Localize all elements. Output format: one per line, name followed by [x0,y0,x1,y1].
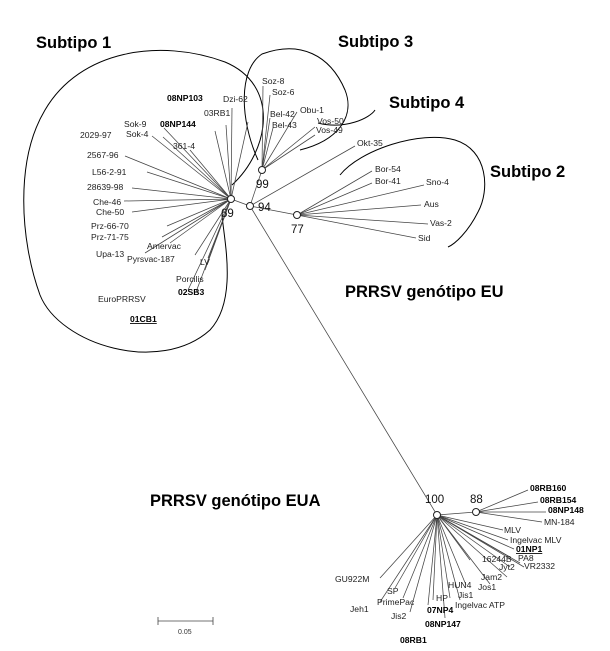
leaf-label: 01NP1 [516,544,542,554]
group-subtipo2: Subtipo 2 [490,163,565,181]
leaf-label: MLV [504,525,521,535]
leaf-label: 2029-97 [80,130,112,140]
leaf-label: Sid [418,233,431,243]
leaf-label: GU922M [335,574,369,584]
group-eua: PRRSV genótipo EUA [150,492,321,510]
leaf-label: 01CB1 [130,314,157,324]
node-100 [433,511,441,519]
leaf-label: 361-4 [173,141,195,151]
bootstrap-99: 99 [256,179,269,191]
scale-bar-label: 0.05 [178,629,192,636]
leaf-label: Porcilis [176,274,204,284]
node-69 [227,195,235,203]
leaf-label: Vos-49 [316,125,343,135]
branch-94-77 [249,205,298,216]
leaf-label: PrimePac [377,597,415,607]
scale-bar: 0.05 [157,617,214,636]
leaf-label: Prz-66-70 [91,221,129,231]
leaf-label: Jis1 [458,590,474,600]
leaf-label: HUN4 [448,580,472,590]
leaf-label: Jis2 [391,611,407,621]
leaf-label: 08NP144 [160,119,196,129]
leaf-label: Bor-41 [375,176,401,186]
leaf-label: Bel-42 [270,109,295,119]
node-94 [246,202,254,210]
leaf-label: 08RB154 [540,495,577,505]
leaf-label: 16244B [482,554,512,564]
leaf-label: Jos1 [478,582,496,592]
leaf-label: Che-50 [96,207,124,217]
leaf-label: 02SB3 [178,287,204,297]
bootstrap-88: 88 [470,494,483,506]
group-eu: PRRSV genótipo EU [345,283,504,301]
leaf-label: 08RB160 [530,483,567,493]
group-subtipo1: Subtipo 1 [36,34,111,52]
leaf-label: LV [200,257,210,267]
leaf-label: 08NP148 [548,505,584,515]
leaf-label: SP [387,586,399,596]
leaf-label: 03RB1 [204,108,230,118]
bootstrap-77: 77 [291,224,304,236]
branch-backbone [249,205,438,516]
leaf-label: Bel-43 [272,120,297,130]
leaf-label: Okt-35 [357,138,383,148]
leaf-label: Dzi-62 [223,94,248,104]
leaf-label: Pyrsvac-187 [127,254,175,264]
leaf-label: MN-184 [544,517,575,527]
leaf-label: Sok-4 [126,129,149,139]
leaf-label: Sok-9 [124,119,147,129]
leaf-label: 08NP147 [425,619,461,629]
leaf-label: Soz-8 [262,76,285,86]
subtipo2-outline [339,136,486,248]
leaf-label: Che-46 [93,197,121,207]
eua-branches [379,489,546,619]
bootstrap-94: 94 [258,202,271,214]
leaf-label: L56-2-91 [92,167,127,177]
leaf-label: Obu-1 [300,105,324,115]
node-99 [258,166,266,174]
branch-94-99 [249,169,263,207]
leaf-label: Jam2 [481,572,502,582]
leaf-label: Aus [424,199,439,209]
leaf-label: Soz-6 [272,87,295,97]
leaf-label: Upa-13 [96,249,124,259]
group-subtipo4: Subtipo 4 [389,94,465,112]
leaf-label: Ingelvac ATP [455,600,505,610]
leaf-label: 2567-96 [87,150,119,160]
node-77 [293,211,301,219]
leaf-label: 08RB1 [400,635,427,645]
subtipo1-branches [123,107,249,293]
leaf-label: Bor-54 [375,164,401,174]
leaf-label: Jyt2 [499,562,515,572]
group-subtipo3: Subtipo 3 [338,33,413,51]
node-88 [472,508,480,516]
leaf-label: Sno-4 [426,177,449,187]
leaf-label: VR2332 [524,561,555,571]
leaf-label: PA8 [518,553,534,563]
subtipo2-branches [296,170,429,239]
bootstrap-69: 69 [221,208,234,220]
subtipo4-outline [317,109,376,126]
leaf-label: Amervac [147,241,182,251]
subtipo3-4-branches [249,85,356,207]
bootstrap-100: 100 [425,494,444,506]
leaf-label: Ingelvac MLV [510,535,562,545]
leaf-label: 28639-98 [87,182,124,192]
subtipo3-outline [243,48,349,161]
leaf-label: Vas-2 [430,218,452,228]
leaf-label: 08NP103 [167,93,203,103]
leaf-label: HP [436,593,448,603]
subtipo1-outline [23,49,264,353]
leaf-label: 07NP4 [427,605,453,615]
leaf-label: Vos-50 [317,116,344,126]
leaf-label: EuroPRRSV [98,294,146,304]
leaf-label: Jeh1 [350,604,369,614]
leaf-label: Prz-71-75 [91,232,129,242]
